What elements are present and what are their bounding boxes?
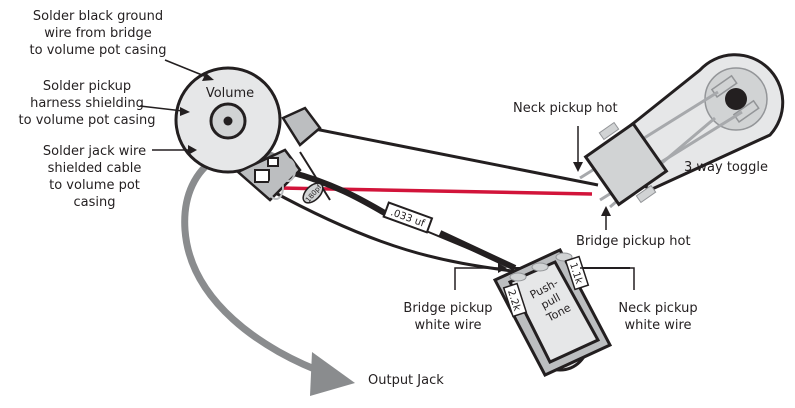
annotation-neck-hot: Neck pickup hot [513,101,618,116]
annotation-bridge-white: Bridge pickup white wire [403,301,493,333]
annotation-toggle: 3 way toggle [684,160,768,175]
arrowheads [180,73,611,273]
tone-pot: Push- pull Tone 2.2k 1.1k [492,248,613,377]
volume-label: Volume [206,86,254,101]
annotation-output-jack: Output Jack [368,373,444,388]
resistor-1-1k: 1.1k [564,255,590,291]
annotation-neck-white: Neck pickup white wire [618,301,698,333]
capacitor-033uf: .033 uf [382,201,434,234]
toggle-shaft-icon [725,88,747,110]
pot-shaft-icon [223,116,233,126]
volume-pot: Volume [174,66,322,202]
annotation-harness-shielding: Solder pickup harness shielding to volum… [18,79,156,128]
leader-lines [139,59,635,290]
annotation-bridge-hot: Bridge pickup hot [576,234,691,249]
arrow-head-icon [310,352,355,396]
annotation-jack-wire: Solder jack wire shielded cable to volum… [42,144,147,210]
resistor-2-2k: 2.2k [502,282,528,318]
neck-hot-wire [309,126,599,187]
wires [269,126,630,274]
annotation-ground-wire: Solder black ground wire from bridge to … [29,9,167,58]
toggle-switch [579,53,785,209]
